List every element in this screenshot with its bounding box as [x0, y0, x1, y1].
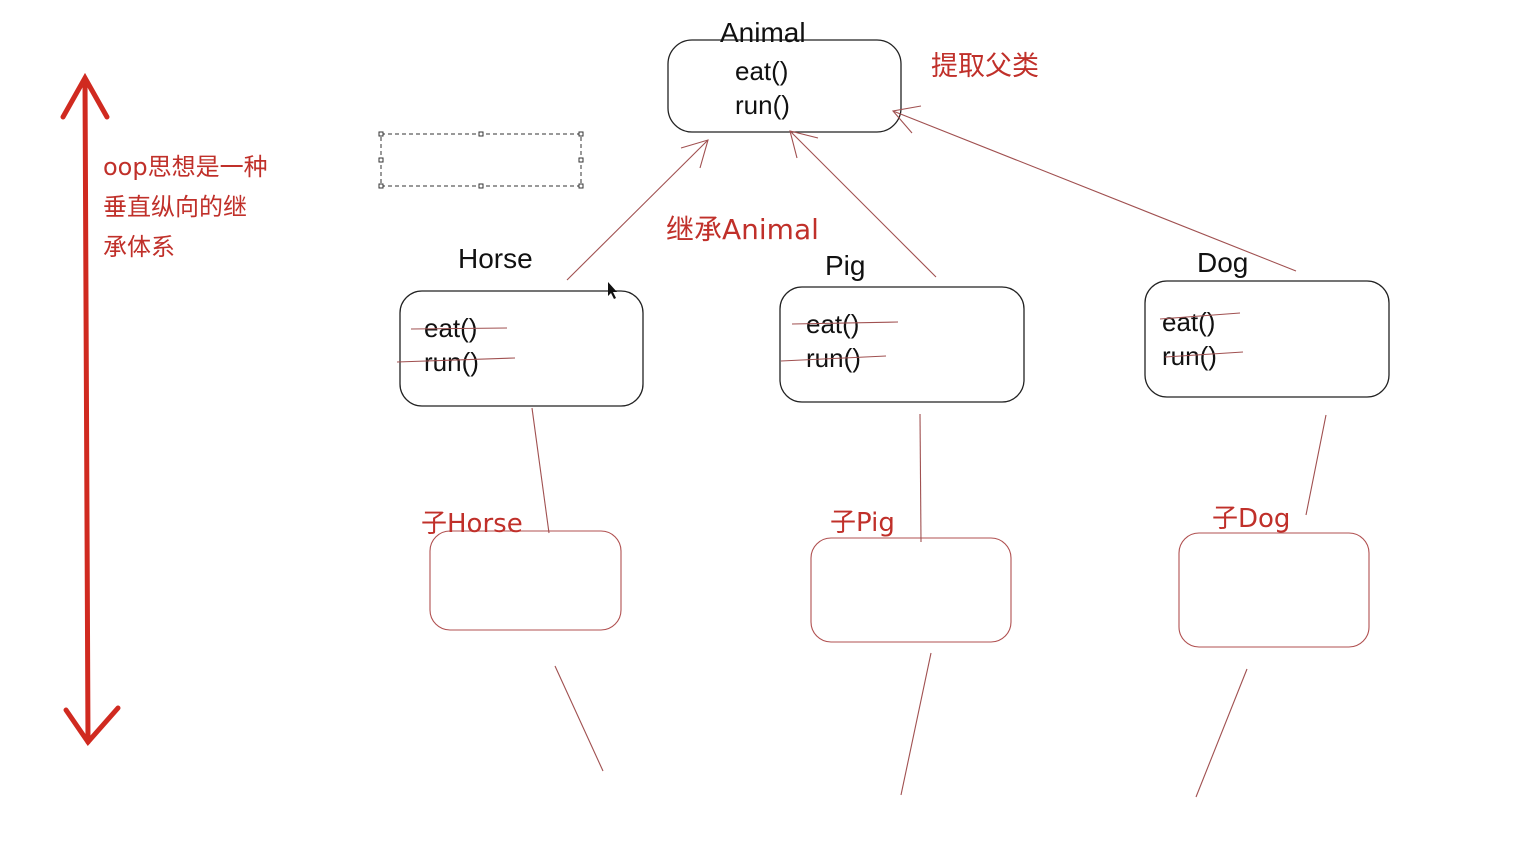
- inheritance-arrows: [566, 105, 1297, 281]
- class-horse[interactable]: Horse eat() run(): [396, 243, 644, 407]
- class-pig[interactable]: Pig eat() run(): [779, 250, 1025, 403]
- class-title: Dog: [1197, 247, 1248, 278]
- class-title: Horse: [458, 243, 533, 274]
- class-title: Animal: [720, 17, 806, 48]
- subclass-label: 子Pig: [830, 508, 895, 538]
- method: run(): [424, 347, 479, 377]
- side-note-line: 垂直纵向的继: [103, 193, 247, 221]
- method: eat(): [735, 56, 788, 86]
- method: run(): [1162, 341, 1217, 371]
- connector-lines: [531, 407, 1327, 798]
- inherit-label: 继承Animal: [666, 213, 819, 246]
- class-animal[interactable]: Animal eat() run(): [667, 17, 902, 133]
- subclass-dog[interactable]: 子Dog: [1178, 504, 1370, 648]
- class-title: Pig: [825, 250, 865, 281]
- subclass-label: 子Dog: [1212, 504, 1290, 534]
- method: eat(): [1162, 307, 1215, 337]
- side-note: oop思想是一种 垂直纵向的继 承体系: [103, 153, 268, 261]
- side-note-line: 承体系: [103, 233, 175, 261]
- side-note-line: oop思想是一种: [103, 153, 268, 181]
- subclass-horse[interactable]: 子Horse: [421, 509, 622, 631]
- subclass-label: 子Horse: [421, 509, 523, 539]
- subclass-pig[interactable]: 子Pig: [810, 508, 1012, 643]
- method: run(): [735, 90, 790, 120]
- selection-box[interactable]: [378, 131, 584, 189]
- vertical-double-arrow: [60, 72, 121, 747]
- mouse-cursor-icon: [608, 282, 617, 299]
- extract-parent-annotation: 提取父类: [931, 51, 1039, 82]
- class-dog[interactable]: Dog eat() run(): [1144, 247, 1390, 398]
